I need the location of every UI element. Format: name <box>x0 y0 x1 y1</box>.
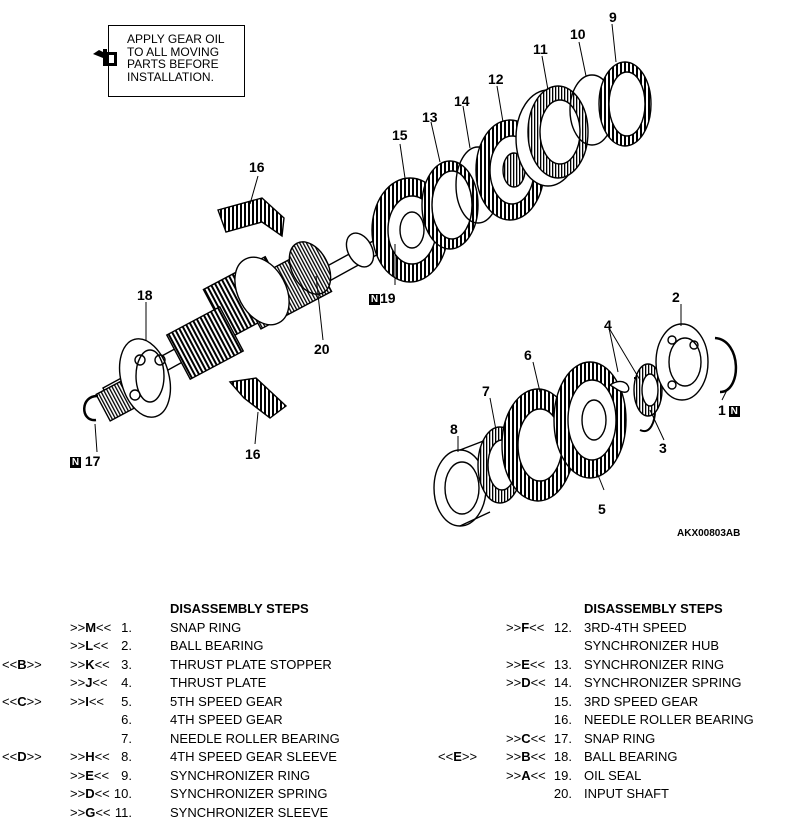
step-row: >>E<<9.SYNCHRONIZER RING <box>70 767 311 783</box>
step-marker-letter: J <box>85 675 93 690</box>
step-row: >>J<<4.THRUST PLATE <box>70 675 267 690</box>
step-marker-letter: H <box>85 749 95 764</box>
step-row: >>A<<19.OIL SEAL <box>506 767 642 783</box>
callout-17: N 17 <box>70 454 100 468</box>
step-row: 20.INPUT SHAFT <box>553 786 669 801</box>
callout-1-number: 1 <box>718 402 726 418</box>
new-part-mark: N <box>728 406 740 417</box>
callout-17-number: 17 <box>84 453 101 469</box>
note-line: PARTS BEFORE <box>127 57 219 71</box>
callout-10: 10 <box>570 26 586 42</box>
step-row: 7.NEEDLE ROLLER BEARING <box>121 730 340 746</box>
disassembly-steps-left: DISASSEMBLY STEPS >>M<<1.SNAP RING >>L<<… <box>2 600 382 822</box>
step-marker-letter: E <box>453 749 462 764</box>
callout-15: 15 <box>392 127 408 143</box>
note-line: INSTALLATION. <box>127 69 214 84</box>
step-marker-letter: B <box>521 749 531 764</box>
step-marker-letter: E <box>85 767 94 783</box>
step-marker-letter: D <box>85 786 95 801</box>
step-marker-letter: D <box>17 749 27 764</box>
step-marker-letter: E <box>521 656 530 672</box>
needle-bearing-16-bottom <box>228 377 288 419</box>
step-row: 6.4TH SPEED GEAR <box>121 712 283 727</box>
note-line: APPLY GEAR OIL <box>127 32 225 46</box>
figure-code: AKX00803AB <box>677 528 741 539</box>
ball-bearing-18 <box>118 338 172 418</box>
step-row: <<B>>>>K<<3.THRUST PLATE STOPPER <box>2 656 332 672</box>
callout-4: 4 <box>604 317 612 333</box>
step-row: 16.NEEDLE ROLLER BEARING <box>553 712 754 727</box>
step-marker-letter: B <box>17 656 27 672</box>
gear-oil-note: APPLY GEAR OIL TO ALL MOVING PARTS BEFOR… <box>93 25 245 97</box>
step-row: >>D<<14.SYNCHRONIZER SPRING <box>506 675 742 690</box>
step-row: <<C>>>>I<<5.5TH SPEED GEAR <box>2 693 283 709</box>
callout-16-top: 16 <box>249 159 265 175</box>
callout-6: 6 <box>524 347 532 363</box>
input-shaft <box>95 232 383 422</box>
exploded-view-diagram <box>83 23 738 527</box>
4th-speed-gear-sleeve-8 <box>433 439 491 527</box>
callout-5: 5 <box>598 501 606 517</box>
snap-ring-17 <box>83 394 99 422</box>
step-marker-letter: I <box>85 693 89 709</box>
callout-13: 13 <box>422 109 438 125</box>
synchronizer-ring-13 <box>421 160 479 250</box>
new-part-mark: N <box>70 457 81 468</box>
thrust-plate-stopper-3 <box>633 363 663 417</box>
oil-can-icon <box>93 49 117 66</box>
callout-11: 11 <box>533 41 548 57</box>
callout-20: 20 <box>314 341 330 357</box>
step-marker-letter: G <box>85 804 96 820</box>
note-line: TO ALL MOVING <box>127 44 220 59</box>
step-marker-letter: M <box>85 619 97 635</box>
callout-19-number: 19 <box>380 290 396 306</box>
step-row: >>D<<10.SYNCHRONIZER SPRING <box>70 786 328 801</box>
step-row: SYNCHRONIZER HUB <box>584 638 720 653</box>
callout-14: 14 <box>454 93 470 109</box>
step-marker-letter: C <box>521 730 531 746</box>
step-marker-letter: D <box>521 675 531 690</box>
callout-16-bottom: 16 <box>245 446 261 462</box>
leader-lines <box>94 23 729 491</box>
step-row: >>E<<13.SYNCHRONIZER RING <box>506 656 725 672</box>
steps-header: DISASSEMBLY STEPS <box>584 601 723 616</box>
needle-bearing-16-top <box>217 197 285 238</box>
note-text: APPLY GEAR OIL TO ALL MOVING PARTS BEFOR… <box>127 33 225 83</box>
callout-8: 8 <box>450 421 458 437</box>
callout-9: 9 <box>609 9 617 25</box>
snap-ring-1 <box>714 336 738 394</box>
step-row: >>L<<2.BALL BEARING <box>70 638 264 653</box>
step-row: >>M<<1.SNAP RING <box>70 619 242 635</box>
5th-speed-gear-5 <box>553 361 627 479</box>
callout-3: 3 <box>659 440 667 456</box>
callout-7: 7 <box>482 383 490 399</box>
step-marker-letter: L <box>85 638 94 653</box>
step-marker-letter: K <box>85 656 95 672</box>
step-row: 15.3RD SPEED GEAR <box>553 693 699 709</box>
step-row: <<D>>>>H<<8.4TH SPEED GEAR SLEEVE <box>2 749 337 764</box>
step-row: >>F<<12.3RD-4TH SPEED <box>506 619 687 635</box>
step-row: <<E>>>>B<<18.BALL BEARING <box>438 749 678 764</box>
step-marker-letter: A <box>521 767 531 783</box>
new-part-mark: N <box>369 294 380 305</box>
callout-18: 18 <box>137 287 153 303</box>
step-marker-letter: C <box>17 693 27 709</box>
callout-12: 12 <box>488 71 504 87</box>
steps-header: DISASSEMBLY STEPS <box>170 601 309 616</box>
step-row: >>G<<11.SYNCHRONIZER SLEEVE <box>70 804 329 820</box>
step-marker-letter: F <box>521 619 530 635</box>
synchronizer-ring-9 <box>598 61 652 147</box>
disassembly-steps-right: DISASSEMBLY STEPS >>F<<12.3RD-4TH SPEED … <box>438 600 788 804</box>
ball-bearing-2 <box>655 323 709 401</box>
synchronizer-sleeve-11 <box>515 85 589 187</box>
callout-2: 2 <box>672 289 680 305</box>
step-row: >>C<<17.SNAP RING <box>506 730 656 746</box>
